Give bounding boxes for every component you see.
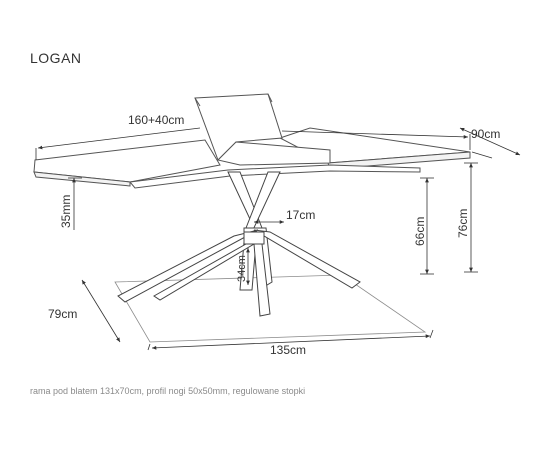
dim-frame-depth [68, 177, 82, 230]
frame-rail [129, 164, 421, 189]
dim-width-label: 90cm [471, 127, 500, 141]
dim-leg-height [420, 177, 434, 275]
dim-footprint-depth [81, 279, 121, 343]
dim-length-label: 160+40cm [128, 113, 184, 127]
dim-total-height-label: 76cm [456, 209, 470, 238]
dim-frame-depth-label: 35mm [59, 195, 73, 228]
spec-caption: rama pod blatem 131x70cm, profil nogi 50… [30, 386, 306, 396]
dim-inner-leg-label: 34cm [236, 255, 248, 282]
product-title: LOGAN [30, 50, 82, 66]
dim-total-height [464, 162, 478, 273]
dim-width [459, 127, 521, 159]
dim-footprint-length [147, 329, 434, 351]
dim-leg-height-label: 66cm [413, 217, 427, 246]
floor-footprint [114, 274, 427, 343]
dim-leg-spacing-label: 17cm [286, 208, 315, 222]
star-base-legs [117, 171, 361, 317]
dim-footprint-length-label: 135cm [270, 343, 306, 357]
extension-leaf [194, 93, 331, 166]
table-top [33, 139, 221, 187]
dim-footprint-depth-label: 79cm [48, 307, 77, 321]
